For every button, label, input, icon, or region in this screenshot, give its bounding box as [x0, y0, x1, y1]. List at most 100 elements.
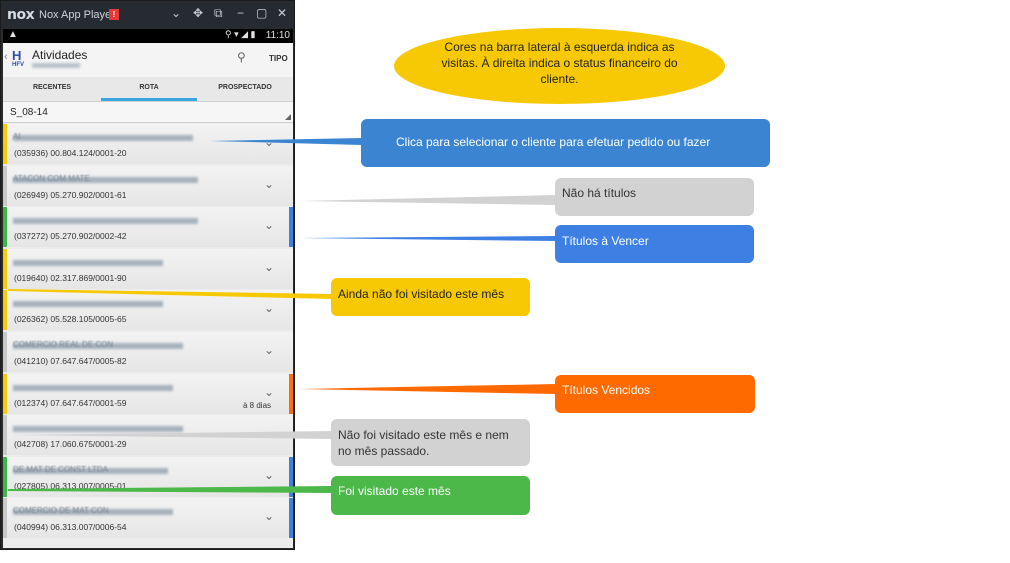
tab-prospectado[interactable]: PROSPECTADO — [218, 84, 272, 91]
client-name-snippet: ATACON COM MATE — [13, 173, 90, 183]
connector-visited — [8, 486, 332, 493]
dropdown-corner-icon — [285, 114, 291, 120]
connector-no-titles — [300, 195, 556, 205]
client-row[interactable]: (012374) 07.647.647/0001-59 ⌄à 8 dias — [3, 373, 293, 414]
chevron-down-icon[interactable]: ⌄ — [264, 342, 275, 357]
client-code: (026362) 05.528.105/0005-65 — [14, 314, 127, 325]
chevron-down-icon[interactable]: ⌄ — [171, 6, 182, 20]
route-filter[interactable]: S_08-14 — [3, 102, 293, 123]
callout-visited-text: Foi visitado este mês — [338, 484, 451, 498]
client-code: (035936) 00.804.124/0001-20 — [14, 148, 127, 158]
due-in-days: à 8 dias — [243, 400, 272, 410]
minimize-icon[interactable]: − — [237, 6, 245, 20]
client-name-snippet: DE MAT DE CONST LTDA — [13, 464, 108, 474]
app-logo: H HFV — [12, 48, 28, 68]
client-name-blurred — [13, 384, 173, 391]
client-code: (042708) 17.060.675/0001-29 — [14, 439, 127, 450]
chevron-down-icon[interactable]: ⌄ — [264, 509, 275, 524]
client-code: (037272) 05.270.902/0002-42 — [14, 231, 127, 242]
close-icon[interactable]: ✕ — [277, 6, 288, 20]
app-logo-mark: H — [12, 48, 22, 63]
maximize-icon[interactable]: ▢ — [256, 6, 268, 20]
callout-to-due-text: Títulos à Vencer — [562, 234, 649, 248]
alert-badge[interactable]: ! — [109, 9, 119, 20]
client-name-blurred — [13, 342, 183, 349]
move-icon[interactable]: ✥ — [193, 6, 204, 20]
tab-recentes[interactable]: RECENTES — [32, 84, 72, 91]
financial-status-bar — [289, 456, 293, 497]
client-code: (040994) 06.313.007/0006-54 — [14, 522, 127, 533]
callout-not-visited-two-text: Não foi visitado este mês e nem no mês p… — [338, 428, 509, 458]
client-name-blurred — [13, 509, 173, 516]
client-code: (027805) 06.313.007/0005-01 — [14, 480, 127, 491]
chevron-down-icon[interactable]: ⌄ — [264, 467, 275, 482]
visit-status-bar — [3, 373, 7, 414]
client-row[interactable]: COMERCIO REAL DE CON (041210) 07.647.647/… — [3, 331, 293, 372]
connector-not-visited-two — [10, 431, 332, 439]
connector-overdue — [300, 384, 556, 394]
callout-not-visited-two: Não foi visitado este mês e nem no mês p… — [331, 419, 530, 466]
route-filter-label: S_08-14 — [10, 107, 48, 118]
chevron-down-icon[interactable]: ⌄ — [264, 384, 275, 399]
client-code: (012374) 07.647.647/0001-59 — [14, 397, 127, 408]
client-name-blurred — [13, 301, 163, 308]
callout-select-client-text: Clica para selecionar o cliente para efe… — [396, 135, 711, 149]
client-name-snippet: COMERCIO REAL DE CON — [13, 339, 114, 349]
clock: 11:10 — [265, 30, 290, 41]
chevron-down-icon[interactable]: ⌄ — [264, 218, 275, 233]
client-name-blurred — [13, 426, 183, 433]
callout-not-visited: Ainda não foi visitado este mês — [331, 278, 530, 316]
window-titlebar: nox Nox App Player ! ⌄ ✥ ⧉ − ▢ ✕ — [1, 1, 294, 29]
connector-not-visited — [8, 289, 332, 299]
callout-overdue-text: Títulos Vencidos — [562, 383, 651, 397]
chevron-down-icon[interactable]: ⌄ — [264, 259, 275, 274]
financial-status-bar — [289, 207, 293, 248]
client-row[interactable]: (026362) 05.528.105/0005-65 ⌄ — [3, 290, 293, 331]
app-logo-text: HFV — [12, 62, 24, 68]
visit-status-bar — [3, 165, 7, 206]
client-name-blurred — [13, 218, 198, 225]
nox-logo: nox — [7, 7, 35, 23]
pin-icon[interactable]: ⧉ — [214, 6, 223, 20]
client-row[interactable]: ATACON COM MATE (026949) 05.270.902/0001-… — [3, 165, 293, 206]
callout-to-due: Títulos à Vencer — [555, 225, 754, 263]
chevron-down-icon[interactable]: ⌄ — [264, 301, 275, 316]
signal-wifi-battery-icons: ⚲ ▾ ◢ ▮ — [225, 29, 256, 39]
android-status-bar: ▲ ⚲ ▾ ◢ ▮ 11:10 — [3, 29, 293, 43]
callout-no-titles-text: Não há títulos — [562, 186, 637, 200]
client-name-blurred — [13, 259, 163, 266]
visit-status-bar — [3, 415, 7, 456]
back-icon[interactable]: ‹ — [4, 51, 8, 63]
client-code: (019640) 02.317.869/0001-90 — [14, 272, 127, 283]
visit-status-bar — [3, 207, 7, 248]
callout-visited: Foi visitado este mês — [331, 476, 530, 515]
client-code: (026949) 05.270.902/0001-61 — [14, 189, 127, 200]
legend-ellipse: Cores na barra lateral à esquerda indica… — [394, 28, 725, 104]
financial-status-bar — [289, 498, 293, 539]
client-name-blurred — [13, 135, 193, 141]
client-name-blurred — [13, 467, 168, 474]
client-row[interactable]: COMERCIO DE MAT CON (040994) 06.313.007/0… — [3, 498, 293, 539]
page-title: Atividades — [32, 48, 88, 62]
search-icon[interactable]: ⚲ — [237, 50, 246, 64]
client-code: (041210) 07.647.647/0005-82 — [14, 355, 127, 366]
client-row[interactable]: (019640) 02.317.869/0001-90 ⌄ — [3, 248, 293, 289]
tab-rota[interactable]: ROTA — [101, 77, 197, 101]
client-name-blurred — [13, 176, 198, 183]
connector-blue-select — [210, 138, 362, 145]
visit-status-bar — [3, 498, 7, 539]
window-title: Nox App Player — [39, 9, 115, 21]
chevron-down-icon[interactable]: ⌄ — [264, 176, 275, 191]
client-name-snippet: COMERCIO DE MAT CON — [13, 506, 109, 516]
client-row[interactable]: (037272) 05.270.902/0002-42 ⌄ — [3, 207, 293, 248]
tab-bar: RECENTES ROTA PROSPECTADO — [3, 77, 293, 102]
visit-status-bar — [3, 248, 7, 289]
app-bar: ‹ H HFV Atividades ⚲ TIPO — [3, 43, 293, 77]
client-name-snippet: AI — [13, 132, 21, 141]
visit-status-bar — [3, 456, 7, 497]
tipo-button[interactable]: TIPO — [269, 54, 288, 63]
connector-to-due — [300, 236, 556, 241]
client-row[interactable]: AI(035936) 00.804.124/0001-20⌄ — [3, 124, 293, 164]
page-subtitle-blurred — [32, 63, 80, 68]
